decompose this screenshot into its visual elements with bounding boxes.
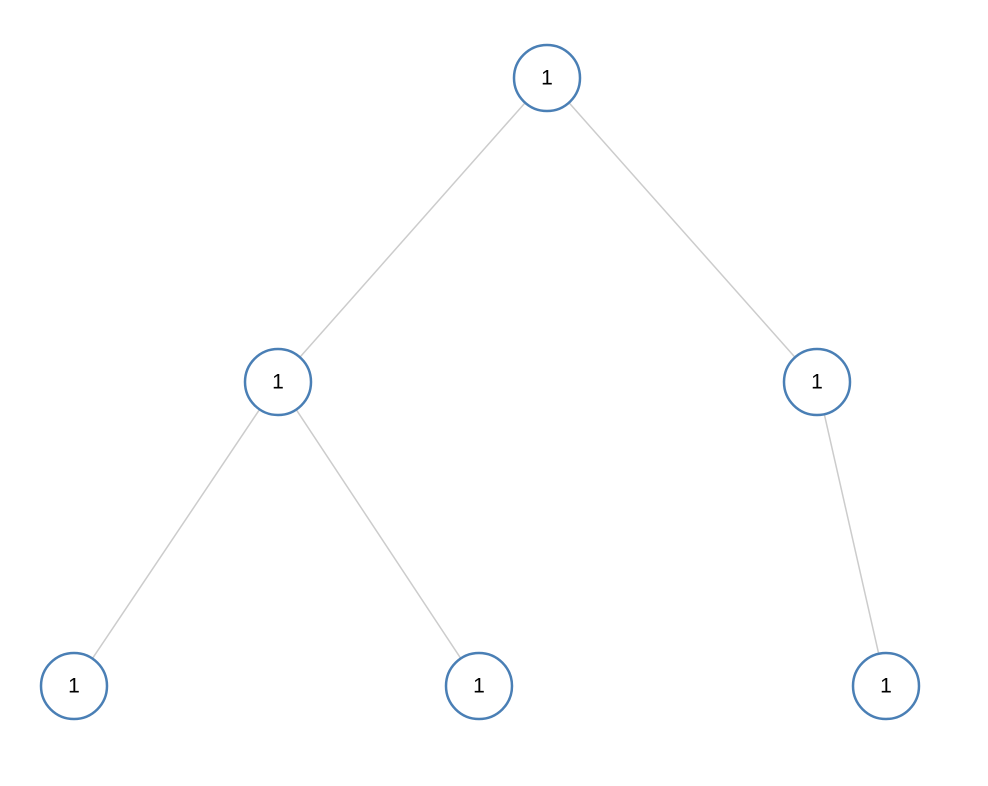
nodes-layer: 1 1 1 1 1 1 <box>39 43 921 721</box>
node-right-right[interactable]: 1 <box>851 651 921 721</box>
node-left-right[interactable]: 1 <box>444 651 514 721</box>
edge-root-right <box>568 102 796 358</box>
edge-left-leftleft <box>91 408 261 660</box>
node-right-circle[interactable] <box>782 347 852 417</box>
edges-layer <box>91 102 880 660</box>
edge-left-leftright <box>295 409 462 659</box>
node-left-left-circle[interactable] <box>39 651 109 721</box>
node-left-left[interactable]: 1 <box>39 651 109 721</box>
edge-root-left <box>299 102 526 358</box>
node-right-right-circle[interactable] <box>851 651 921 721</box>
node-left-right-circle[interactable] <box>444 651 514 721</box>
node-left[interactable]: 1 <box>243 347 313 417</box>
node-root-circle[interactable] <box>512 43 582 113</box>
node-right[interactable]: 1 <box>782 347 852 417</box>
node-left-circle[interactable] <box>243 347 313 417</box>
node-root[interactable]: 1 <box>512 43 582 113</box>
edge-right-rightright <box>823 414 880 654</box>
